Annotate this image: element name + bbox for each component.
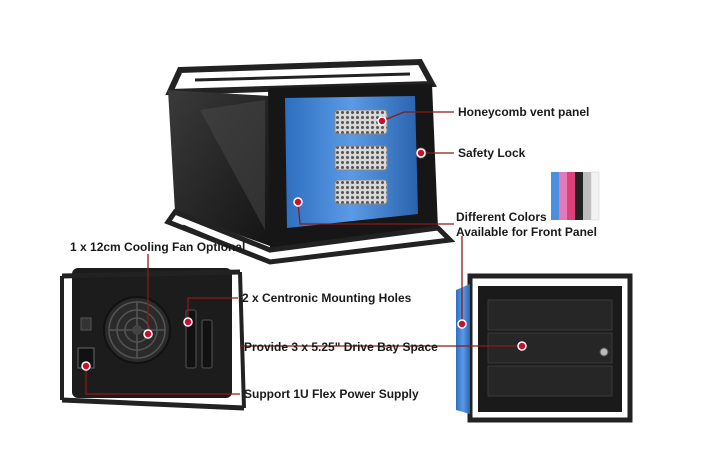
callout-mounting-holes: 2 x Centronic Mounting Holes <box>242 291 412 305</box>
color-swatches <box>551 171 600 221</box>
callout-drive-bay: Provide 3 x 5.25" Drive Bay Space <box>244 340 438 354</box>
callout-power-supply: Support 1U Flex Power Supply <box>244 387 419 401</box>
callout-leaders <box>81 111 527 395</box>
callout-cooling-fan: 1 x 12cm Cooling Fan Optional <box>70 240 246 254</box>
front-interior-image <box>456 273 633 423</box>
callout-safety-lock: Safety Lock <box>458 146 526 160</box>
callout-colors-line1: Different Colors <box>456 210 547 224</box>
callout-colors-line2: Available for Front Panel <box>456 225 597 239</box>
rear-view-image <box>60 268 246 411</box>
callout-honeycomb-vent: Honeycomb vent panel <box>458 105 590 119</box>
main-enclosure-image <box>164 58 456 265</box>
